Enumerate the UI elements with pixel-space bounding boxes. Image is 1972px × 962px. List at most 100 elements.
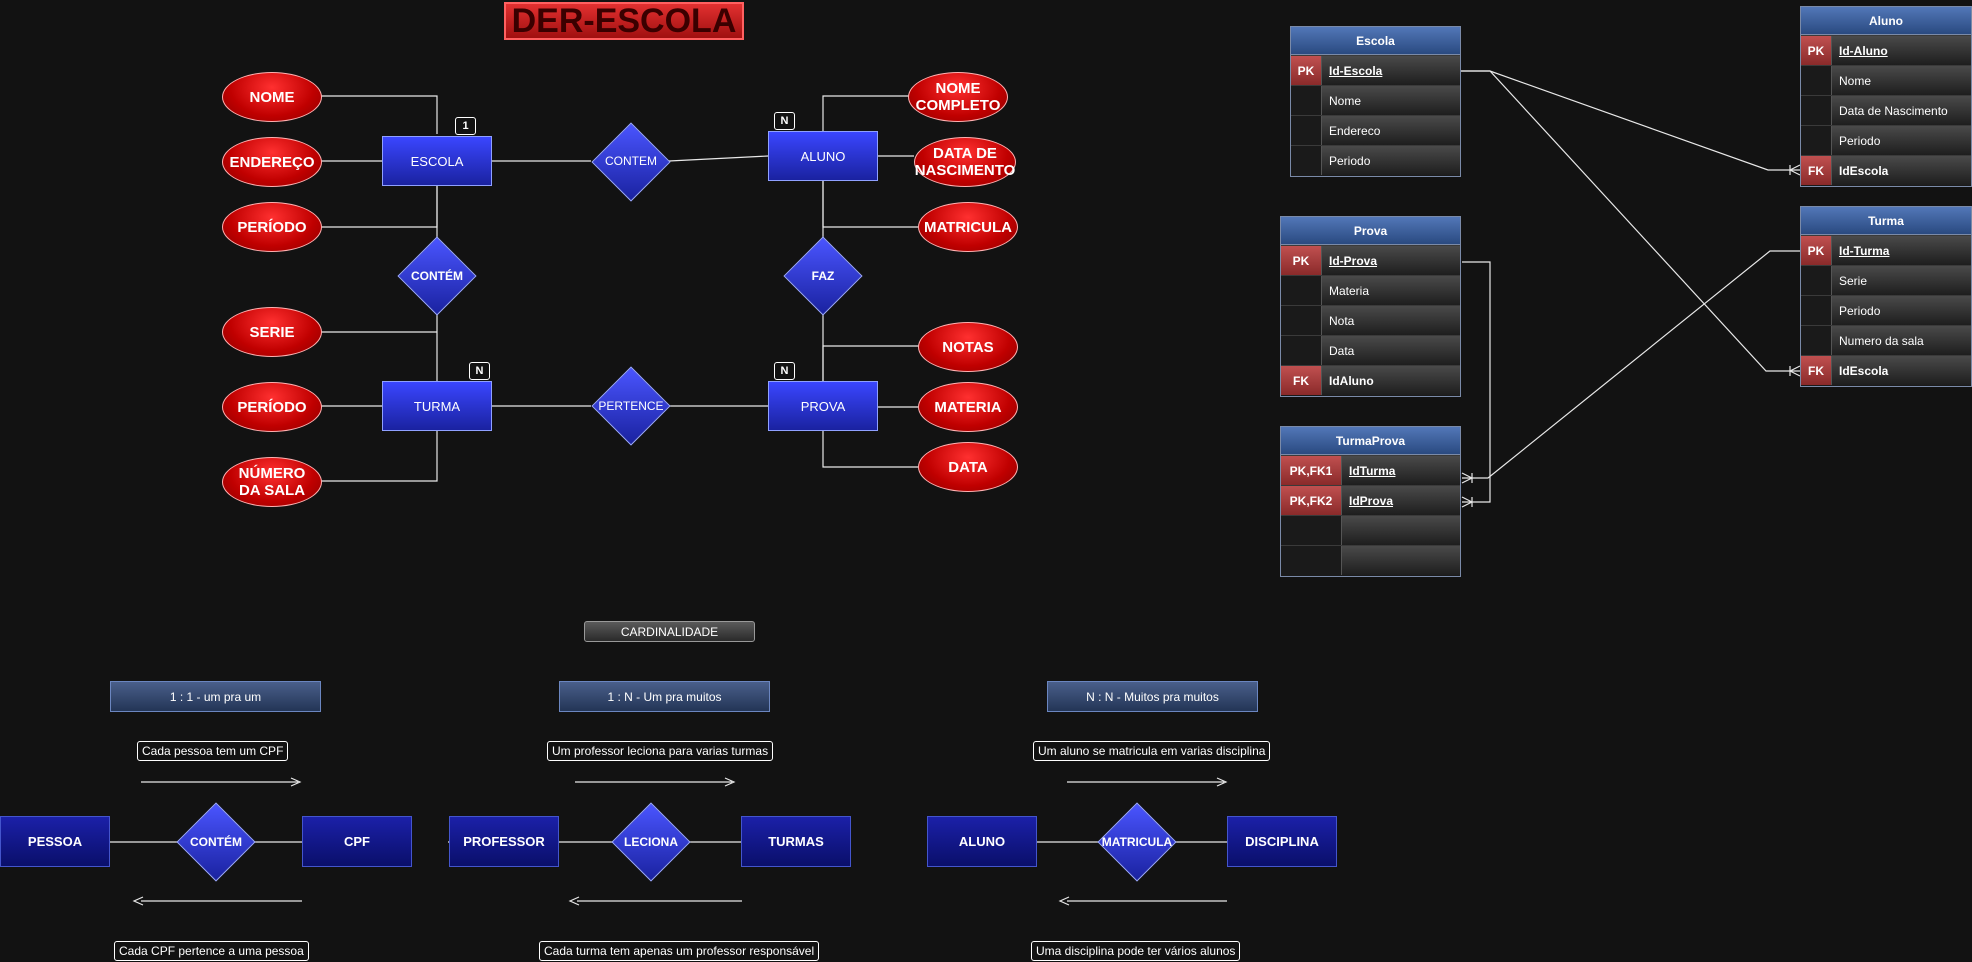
- one-to-many-label: 1 : N - Um pra muitos: [559, 681, 770, 712]
- attribute-data-nascimento: DATA DE NASCIMENTO: [914, 137, 1016, 187]
- key-cell: [1281, 336, 1321, 365]
- field-cell: Id-Turma: [1831, 236, 1971, 265]
- key-cell: PK: [1281, 246, 1321, 275]
- one-to-one-rel-label: CONTÉM: [190, 835, 242, 849]
- key-cell: [1291, 146, 1321, 175]
- entity-aluno: ALUNO: [768, 131, 878, 181]
- many-to-many-right-entity: DISCIPLINA: [1227, 816, 1337, 867]
- attribute-materia: MATERIA: [918, 382, 1018, 432]
- one-to-many-left-entity: PROFESSOR: [449, 816, 559, 867]
- table-escola-title: Escola: [1291, 27, 1460, 55]
- table-turma-title: Turma: [1801, 207, 1971, 235]
- cardinality-header: CARDINALIDADE: [584, 621, 755, 642]
- attribute-periodo-escola: PERÍODO: [222, 202, 322, 252]
- one-to-many-rel-label: LECIONA: [624, 835, 678, 849]
- field-cell: Periodo: [1831, 126, 1971, 155]
- field-cell: Materia: [1321, 276, 1460, 305]
- cardinality-mark-turma: N: [469, 362, 490, 380]
- key-cell: [1291, 116, 1321, 145]
- key-cell: [1801, 96, 1831, 125]
- field-cell: Id-Escola: [1321, 56, 1460, 85]
- key-cell: [1801, 266, 1831, 295]
- field-cell: IdEscola: [1831, 356, 1971, 385]
- table-turmaprova-title: TurmaProva: [1281, 427, 1460, 455]
- attribute-numero-sala: NÚMERO DA SALA: [222, 457, 322, 507]
- field-cell: Nome: [1831, 66, 1971, 95]
- field-cell: Serie: [1831, 266, 1971, 295]
- attribute-data: DATA: [918, 442, 1018, 492]
- one-to-many-right-entity: TURMAS: [741, 816, 851, 867]
- key-cell: [1801, 326, 1831, 355]
- key-cell: FK: [1801, 356, 1831, 385]
- many-to-many-top-note: Um aluno se matricula em varias discipli…: [1033, 741, 1271, 761]
- key-cell: FK: [1801, 156, 1831, 185]
- one-to-one-right-entity: CPF: [302, 816, 412, 867]
- attribute-periodo-turma: PERÍODO: [222, 382, 322, 432]
- connector-periodo-escola: [320, 186, 438, 228]
- entity-escola: ESCOLA: [382, 136, 492, 186]
- cardinality-mark-prova: N: [774, 362, 795, 380]
- many-to-many-label: N : N - Muitos pra muitos: [1047, 681, 1258, 712]
- key-cell: PK: [1291, 56, 1321, 85]
- attribute-serie: SERIE: [222, 307, 322, 357]
- entity-prova: PROVA: [768, 381, 878, 431]
- attribute-matricula: MATRICULA: [918, 202, 1018, 252]
- field-cell: IdTurma: [1341, 456, 1460, 485]
- field-cell: Periodo: [1321, 146, 1460, 175]
- field-cell: [1341, 546, 1460, 575]
- one-to-one-top-note: Cada pessoa tem um CPF: [137, 741, 289, 761]
- key-cell: PK,FK1: [1281, 456, 1341, 485]
- key-cell: [1291, 86, 1321, 115]
- field-cell: Id-Aluno: [1831, 36, 1971, 65]
- table-prova-title: Prova: [1281, 217, 1460, 245]
- one-to-many-top-note: Um professor leciona para varias turmas: [547, 741, 774, 761]
- key-cell: [1281, 516, 1341, 545]
- field-cell: IdEscola: [1831, 156, 1971, 185]
- key-cell: [1801, 296, 1831, 325]
- table-aluno-title: Aluno: [1801, 7, 1971, 35]
- key-cell: [1801, 66, 1831, 95]
- relationship-faz-label: FAZ: [811, 269, 835, 283]
- field-cell: Numero da sala: [1831, 326, 1971, 355]
- field-cell: IdProva: [1341, 486, 1460, 515]
- key-cell: FK: [1281, 366, 1321, 395]
- field-cell: IdAluno: [1321, 366, 1460, 395]
- key-cell: PK: [1801, 36, 1831, 65]
- key-cell: [1281, 546, 1341, 575]
- key-cell: [1281, 306, 1321, 335]
- field-cell: Endereco: [1321, 116, 1460, 145]
- connector-nome: [320, 95, 438, 134]
- field-cell: [1341, 516, 1460, 545]
- cardinality-mark-aluno: N: [774, 112, 795, 130]
- relationship-pertence-label: PERTENCE: [598, 399, 664, 413]
- diagram-title: DER-ESCOLA: [504, 2, 744, 40]
- many-to-many-bottom-note: Uma disciplina pode ter vários alunos: [1031, 941, 1241, 961]
- many-to-many-rel-label: MATRICULA: [1101, 835, 1173, 849]
- field-cell: Periodo: [1831, 296, 1971, 325]
- key-cell: [1801, 126, 1831, 155]
- cardinality-mark-escola: 1: [455, 117, 476, 135]
- field-cell: Data: [1321, 336, 1460, 365]
- one-to-one-bottom-note: Cada CPF pertence a uma pessoa: [114, 941, 309, 961]
- relationship-contem-label: CONTEM: [605, 154, 657, 168]
- attribute-endereco: ENDEREÇO: [222, 137, 322, 187]
- many-to-many-left-entity: ALUNO: [927, 816, 1037, 867]
- attribute-nome: NOME: [222, 72, 322, 122]
- field-cell: Data de Nascimento: [1831, 96, 1971, 125]
- key-cell: [1281, 276, 1321, 305]
- entity-turma: TURMA: [382, 381, 492, 431]
- field-cell: Nota: [1321, 306, 1460, 335]
- one-to-one-label: 1 : 1 - um pra um: [110, 681, 321, 712]
- one-to-many-bottom-note: Cada turma tem apenas um professor respo…: [539, 941, 820, 961]
- attribute-notas: NOTAS: [918, 322, 1018, 372]
- field-cell: Nome: [1321, 86, 1460, 115]
- relationship-contem-left-label: CONTÉM: [411, 269, 463, 283]
- attribute-nome-completo: NOME COMPLETO: [908, 72, 1008, 122]
- key-cell: PK: [1801, 236, 1831, 265]
